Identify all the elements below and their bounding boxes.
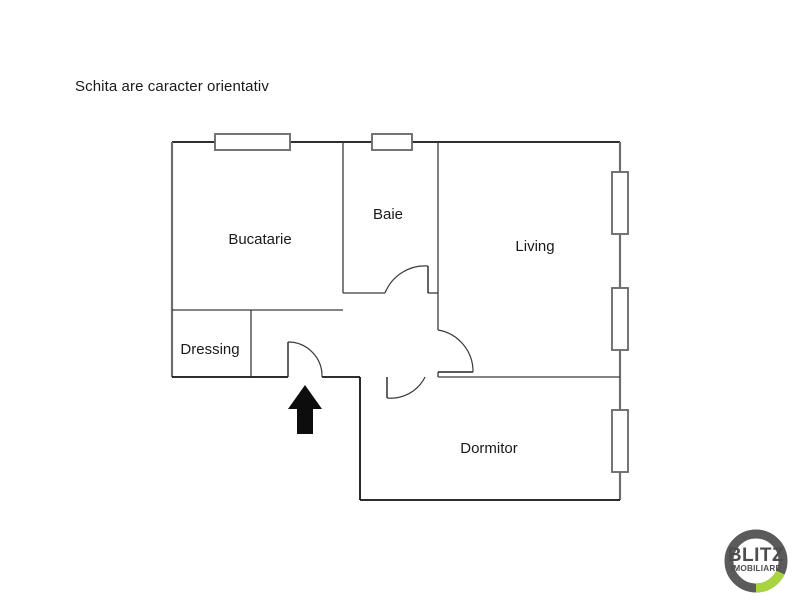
room-label-dormitor: Dormitor — [460, 440, 518, 457]
door-entrance — [287, 341, 323, 378]
room-label-bucatarie: Bucatarie — [228, 231, 291, 248]
window-bedroom-right — [611, 409, 629, 473]
room-label-living: Living — [515, 238, 554, 255]
window-bath-top — [371, 133, 413, 151]
outer-walls — [170, 141, 622, 501]
window-living-upper — [611, 171, 629, 235]
logo-accent-arc — [755, 570, 785, 593]
logo-icon: BLITZ IMOBILIARE — [724, 529, 788, 593]
window-living-lower — [611, 287, 629, 351]
windows-group — [214, 133, 629, 473]
room-label-baie: Baie — [373, 206, 403, 223]
door-bathroom — [384, 265, 429, 294]
entrance-arrow — [288, 385, 322, 434]
disclaimer-text: Schita are caracter orientativ — [75, 78, 269, 95]
room-labels: Bucatarie Baie Living Dressing Dormitor — [180, 206, 554, 457]
window-kitchen-top — [214, 133, 291, 151]
room-label-dressing: Dressing — [180, 341, 239, 358]
door-bedroom — [386, 376, 426, 399]
door-living — [437, 329, 474, 373]
logo-tagline-text: IMOBILIARE — [731, 564, 782, 573]
brand-logo: BLITZ IMOBILIARE — [722, 527, 790, 595]
doors-group — [287, 265, 474, 399]
logo-brand-text: BLITZ — [728, 545, 784, 566]
interior-walls — [172, 142, 620, 378]
